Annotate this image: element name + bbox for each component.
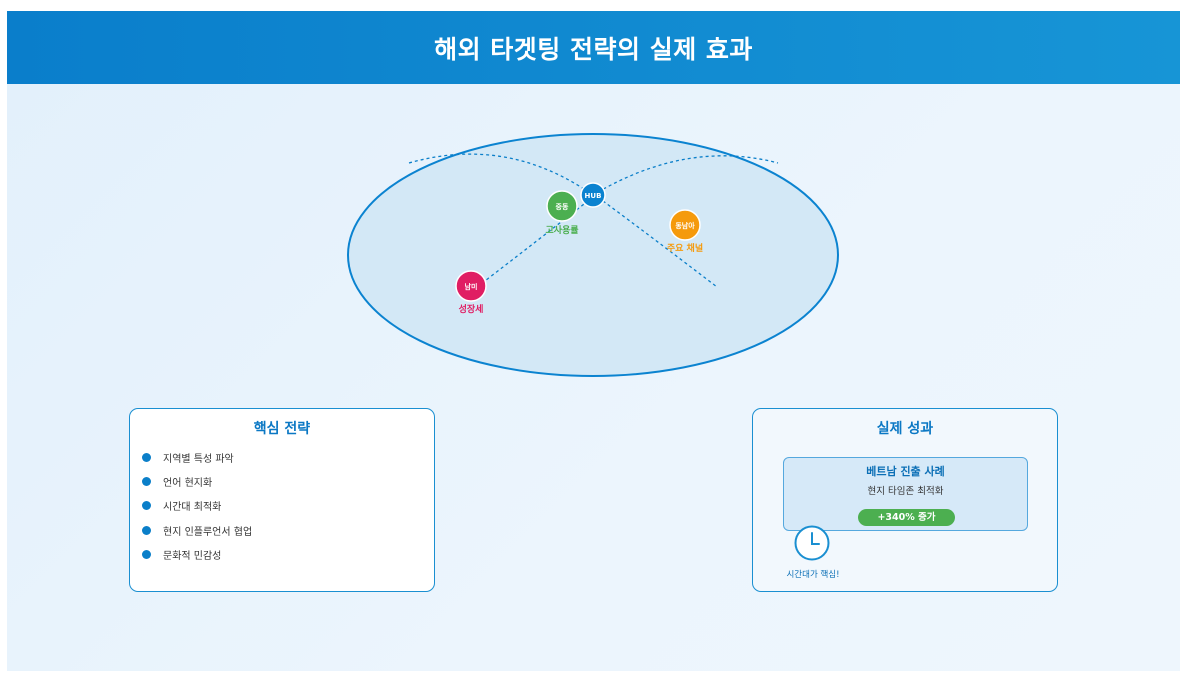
infographic-frame: 해외 타겟팅 전략의 실제 효과 HUB 중동 고사용률 동남아 주요 채널 남… (7, 11, 1180, 671)
strategy-panel: 핵심 전략 지역별 특성 파악 언어 현지화 시간대 최적화 현지 인플루언서 … (129, 408, 435, 592)
node-southeast-asia: 동남아 주요 채널 (667, 209, 703, 254)
list-item: 현지 인플루언서 협업 (142, 518, 252, 542)
node-southeast-asia-label: 동남아 (675, 221, 695, 230)
connection-hub-southamerica (476, 196, 594, 288)
case-study-description: 현지 타임존 최적화 (867, 486, 944, 497)
results-panel: 실제 성과 베트남 진출 사례 현지 타임존 최적화 +340% 증가 시간대가… (752, 408, 1058, 592)
node-south-america: 남미 성장세 (455, 270, 487, 315)
header-bar: 해외 타겟팅 전략의 실제 효과 (7, 11, 1180, 84)
page-title: 해외 타겟팅 전략의 실제 효과 (434, 34, 753, 64)
strategy-title: 핵심 전략 (253, 421, 311, 437)
bullet-icon (142, 525, 151, 535)
orbit-arc-left (408, 153, 594, 196)
results-title: 실제 성과 (876, 421, 934, 437)
list-item: 지역별 특성 파악 (142, 445, 252, 469)
strategy-list: 지역별 특성 파악 언어 현지화 시간대 최적화 현지 인플루언서 협업 문화적… (142, 445, 252, 567)
node-southeast-asia-caption: 주요 채널 (667, 242, 703, 254)
growth-badge: +340% 증가 (858, 509, 955, 526)
node-south-america-label: 남미 (465, 282, 478, 291)
bullet-icon (142, 501, 151, 511)
node-middle-east-caption: 고사용률 (545, 224, 578, 236)
connection-hub-southeast (602, 200, 718, 288)
case-study-card: 베트남 진출 사례 현지 타임존 최적화 +340% 증가 (783, 457, 1028, 531)
node-south-america-caption: 성장세 (459, 303, 484, 315)
globe-ellipse (347, 133, 839, 377)
list-item: 언어 현지화 (142, 469, 252, 493)
node-middle-east-label: 중동 (556, 203, 569, 211)
bullet-icon (142, 477, 151, 487)
bullet-icon (142, 550, 151, 560)
orbit-arc-right (592, 155, 779, 196)
node-middle-east: 중동 고사용률 (545, 190, 579, 236)
bullet-icon (142, 452, 151, 462)
clock-icon (794, 525, 830, 561)
node-hub: HUB (580, 182, 606, 208)
world-map-diagram: HUB 중동 고사용률 동남아 주요 채널 남미 성장세 (347, 133, 839, 377)
list-item: 시간대 최적화 (142, 494, 252, 518)
clock-caption: 시간대가 핵심! (786, 570, 840, 580)
case-study-title: 베트남 진출 사례 (866, 465, 945, 478)
node-hub-label: HUB (585, 192, 602, 200)
list-item: 문화적 민감성 (142, 543, 252, 567)
